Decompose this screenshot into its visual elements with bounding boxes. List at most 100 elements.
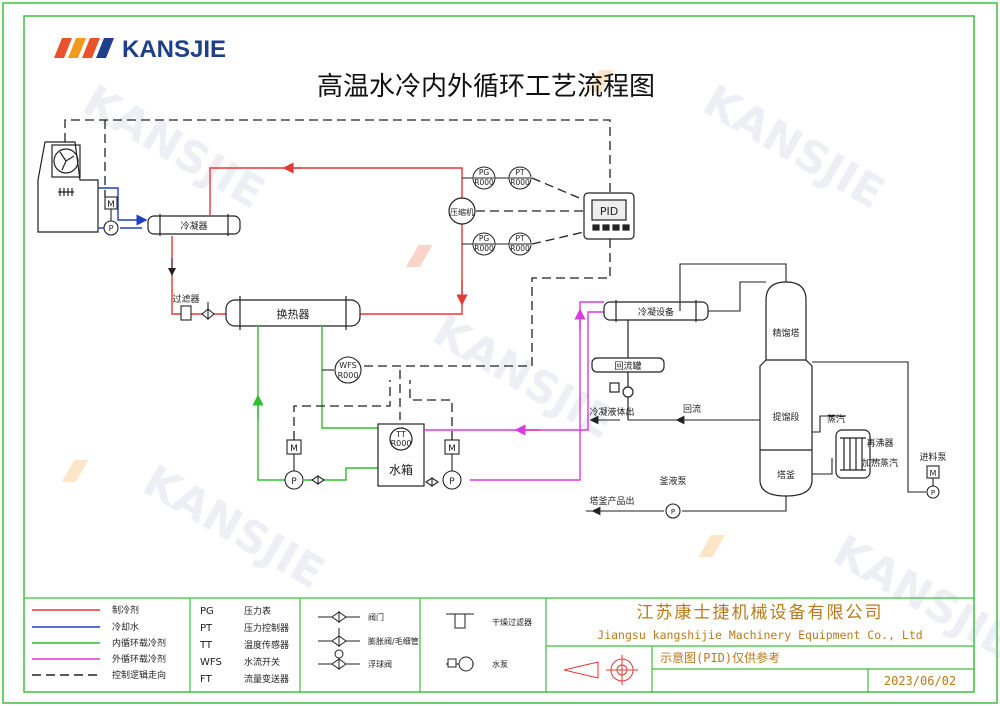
logo-text: KANSJIE <box>122 36 226 63</box>
label-legend-abbrev-1-desc: 压力控制器 <box>244 622 289 634</box>
label-legend-symbols2-0: 干燥过滤器 <box>492 617 532 627</box>
condensate-out-label: 冷凝液体出 <box>589 406 634 418</box>
feed-pump-label: 进料泵 <box>919 451 946 463</box>
abbrev-legend: PG PT TT WFS FT 压力表 压力控制器 温度传感器 水流开关 流量变… <box>199 605 289 685</box>
water-tank: TT R000 水箱 <box>377 423 425 487</box>
label-instruments-wfs: WFS <box>339 361 356 370</box>
titleblock-date: 2023/06/02 <box>884 674 956 688</box>
pump-control-lines <box>293 380 453 440</box>
label-legend-symbols-0: 阀门 <box>368 612 384 622</box>
inner-pump: M P <box>284 439 325 490</box>
legend-frame <box>24 597 974 692</box>
label-instruments-tt: TT <box>395 430 406 439</box>
label-legend-abbrev-2-code: TT <box>199 640 213 651</box>
watermark-text-1: KANSJIE <box>75 75 273 219</box>
label-legend-lines-0-label: 制冷剂 <box>112 604 139 616</box>
page-title: 高温水冷内外循环工艺流程图 <box>317 72 655 102</box>
symbol-legend-2-labels: 干燥过滤器 水泵 <box>492 617 532 669</box>
label-instruments-m: M <box>290 444 298 454</box>
pid-label: PID <box>600 205 618 218</box>
company-name-cn: 江苏康士捷机械设备有限公司 <box>637 603 884 623</box>
label-instruments-m: M <box>448 444 456 454</box>
cooling-water-lines <box>98 187 148 229</box>
steam-label: 蒸汽 <box>827 413 845 425</box>
watermark-stripes <box>61 70 726 557</box>
company-name-en: Jiangsu kangshijie Machinery Equipment C… <box>597 628 922 642</box>
brand-logo: KANSJIE <box>54 36 226 63</box>
label-legend-abbrev-4-desc: 流量变送器 <box>244 673 289 685</box>
pid-controller: PID <box>583 192 635 240</box>
compressor-label: 压缩机 <box>450 207 474 217</box>
label-legend-symbols-1: 膨胀阀/毛细管 <box>368 636 419 646</box>
label-instruments-p: P <box>931 489 935 497</box>
tower-pump: M P <box>103 196 119 236</box>
label-instruments-m: M <box>930 469 937 478</box>
watermark-text-3: KANSJIE <box>425 305 623 449</box>
kettle-pump: 釜液泵 P <box>659 475 687 519</box>
projection-symbol <box>563 655 638 685</box>
cooling-tower <box>37 141 99 233</box>
kettle-label: 塔釜 <box>777 469 795 481</box>
label-instruments-pg: PG <box>479 234 490 243</box>
label-instruments-p: P <box>449 477 455 487</box>
symbol-legend-labels: 阀门 膨胀阀/毛细管 浮球阀 <box>368 612 419 669</box>
product-out-label: 塔釜产品出 <box>589 495 634 507</box>
label-instruments-r000: R000 <box>391 439 412 448</box>
filter-label: 过滤器 <box>172 293 199 305</box>
label-legend-lines-1-label: 冷却水 <box>112 621 139 633</box>
pressure-labels: PG R000 PT R000 PG R000 PT R000 <box>474 168 530 253</box>
reflux-tank: 回流罐 <box>591 320 665 420</box>
inner-loop-lines <box>252 326 378 481</box>
label-legend-abbrev-3-code: WFS <box>200 657 222 668</box>
outer-loop-lines <box>424 301 604 481</box>
label-instruments-pt: PT <box>515 168 525 177</box>
label-instruments-pg: PG <box>479 168 490 177</box>
feed-pump: 进料泵 M P <box>919 451 947 499</box>
pressure-instruments <box>462 166 532 256</box>
label-instruments-r000: R000 <box>474 244 494 253</box>
line-legend-labels: 制冷剂 冷却水 内循环载冷剂 外循环载冷剂 控制逻辑走向 <box>112 604 166 681</box>
label-legend-abbrev-3-desc: 水流开关 <box>244 656 280 668</box>
label-legend-abbrev-0-code: PG <box>200 606 214 617</box>
water-tank-label: 水箱 <box>389 462 413 477</box>
label-instruments-p: P <box>671 508 675 516</box>
column-piping <box>586 263 926 516</box>
label-legend-abbrev-4-code: FT <box>200 674 213 685</box>
compressor: 压缩机 <box>448 197 476 225</box>
outer-pump: M P <box>425 439 462 490</box>
reboiler: 蒸汽 再沸器 加热蒸汽 <box>827 413 898 479</box>
condenser-label: 冷凝器 <box>180 220 207 232</box>
reboiler-label: 再沸器 <box>866 437 893 449</box>
stripping-label: 提馏段 <box>772 411 799 423</box>
rectifying-label: 精馏塔 <box>772 327 799 339</box>
label-legend-lines-2-label: 内循环载冷剂 <box>112 637 166 649</box>
label-legend-symbols-2: 浮球阀 <box>368 659 392 669</box>
label-instruments-r000: R000 <box>510 178 530 187</box>
kettle-pump-label: 釜液泵 <box>659 475 686 487</box>
inner-border <box>23 15 975 693</box>
control-lines <box>64 119 611 420</box>
reflux-label: 回流 <box>683 403 701 415</box>
distillation-column: 精馏塔 提馏段 塔釜 <box>759 281 813 497</box>
label-legend-symbols2-1: 水泵 <box>492 659 508 669</box>
condensing-device-label: 冷凝设备 <box>638 306 674 318</box>
symbol-legend-2 <box>446 613 474 672</box>
label-legend-lines-3-label: 外循环载冷剂 <box>112 653 166 665</box>
condenser: 冷凝器 <box>147 214 241 236</box>
label-instruments-m: M <box>107 200 115 210</box>
titleblock-note: 示意图(PID)仅供参考 <box>660 650 780 665</box>
line-legend <box>32 609 100 676</box>
condensing-device: 冷凝设备 <box>603 300 709 322</box>
heat-exchanger-label: 换热器 <box>277 307 310 321</box>
label-legend-abbrev-1-code: PT <box>200 623 213 634</box>
label-legend-lines-4-label: 控制逻辑走向 <box>112 669 166 681</box>
watermark-text-2: KANSJIE <box>695 75 893 219</box>
heat-exchanger: 换热器 <box>225 296 361 330</box>
label-instruments-r000: R000 <box>474 178 494 187</box>
filter-drier: 过滤器 <box>172 293 215 321</box>
label-legend-abbrev-2-desc: 温度传感器 <box>244 639 289 651</box>
label-instruments-p: P <box>291 477 297 487</box>
label-instruments-pt: PT <box>515 234 525 243</box>
